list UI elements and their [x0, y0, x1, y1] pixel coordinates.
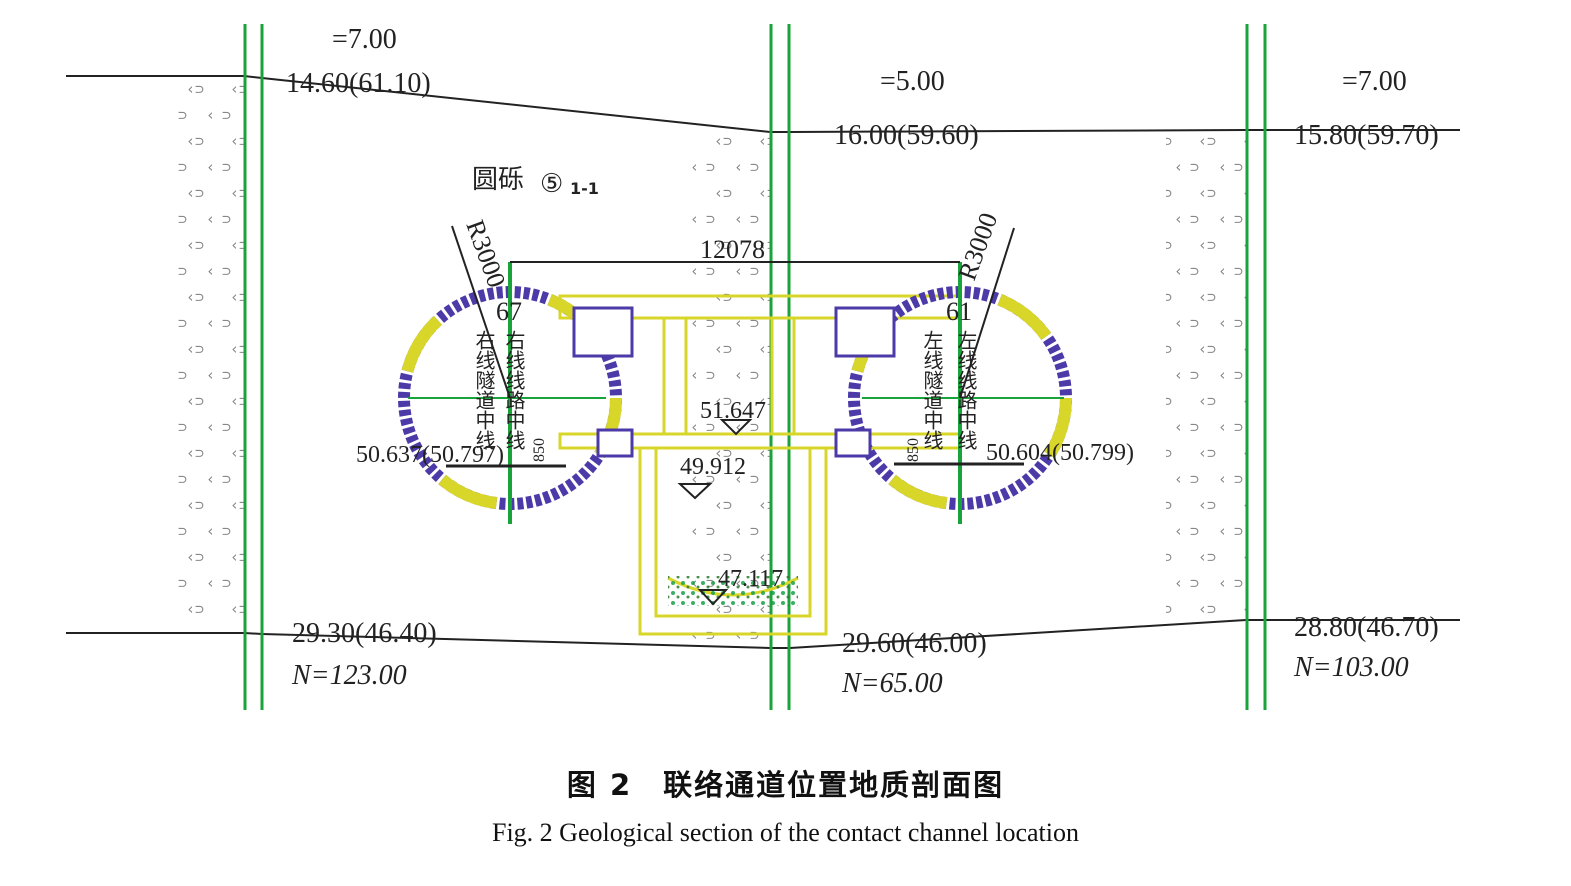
borehole-1-n: =7.00	[332, 24, 397, 55]
borehole-2-top: 16.00(59.60)	[834, 120, 979, 151]
borehole-1-nvalue: N=123.00	[291, 660, 407, 691]
pebble-hatch-middle	[692, 128, 770, 646]
left-tunnel-centerline-label: 左线隧道中线	[920, 330, 944, 450]
pit-elevation-marker	[697, 589, 729, 606]
pump-pit-gravel	[668, 576, 798, 606]
borehole-3-nvalue: N=103.00	[1293, 652, 1409, 683]
caption-chinese: 图 2 联络通道位置地质剖面图	[566, 768, 1005, 802]
borehole-3-n: =7.00	[1342, 66, 1407, 97]
floor-elevation-marker	[719, 419, 753, 436]
tunnel-centerlines	[408, 262, 1064, 524]
left-offset: 850	[905, 438, 922, 462]
stratum-bottom-line	[66, 619, 1460, 649]
right-tunnel-id: 67	[496, 297, 522, 326]
right-radius-leader	[451, 225, 511, 399]
left-radius-leader	[959, 227, 1015, 399]
right-route-centerline-label: 右线线路中线	[502, 330, 526, 450]
stratum-top-line	[66, 75, 1460, 133]
pebble-hatch-left	[168, 78, 244, 626]
pebble-hatch-right	[1166, 128, 1246, 626]
right-tunnel-centerline-label: 右线隧道中线	[472, 330, 496, 450]
borehole-3-bottom: 28.80(46.70)	[1294, 612, 1439, 643]
tunnel-spacing-label: 12078	[700, 235, 765, 264]
borehole-3-top: 15.80(59.70)	[1294, 120, 1439, 151]
stratum-code: ⑤	[540, 169, 563, 199]
water-elevation-marker	[677, 483, 713, 500]
stratum-sub: 1-1	[570, 179, 599, 198]
passage-floor-elevation: 51.647	[700, 398, 766, 424]
borehole-2-nvalue: N=65.00	[841, 668, 943, 699]
borehole-1-bottom: 29.30(46.40)	[292, 618, 437, 649]
pump-pit-elevation: 47.117	[718, 566, 783, 592]
caption-english: Fig. 2 Geological section of the contact…	[492, 818, 1079, 847]
left-tunnel-id: 61	[946, 297, 972, 326]
water-level-elevation: 49.912	[680, 454, 746, 480]
borehole-2-bottom: 29.60(46.00)	[842, 628, 987, 659]
stratum-label: 圆砾	[472, 165, 524, 195]
right-offset: 850	[531, 438, 548, 462]
borehole-1-top: 14.60(61.10)	[286, 68, 431, 99]
left-radius-label: R3000	[952, 209, 1003, 284]
right-radius-label: R3000	[460, 216, 511, 291]
left-route-centerline-label: 左线线路中线	[954, 330, 978, 450]
borehole-2-n: =5.00	[880, 66, 945, 97]
left-rail-elevation: 50.604(50.799)	[986, 440, 1134, 466]
right-rail-elevation: 50.637(50.797)	[356, 442, 504, 468]
